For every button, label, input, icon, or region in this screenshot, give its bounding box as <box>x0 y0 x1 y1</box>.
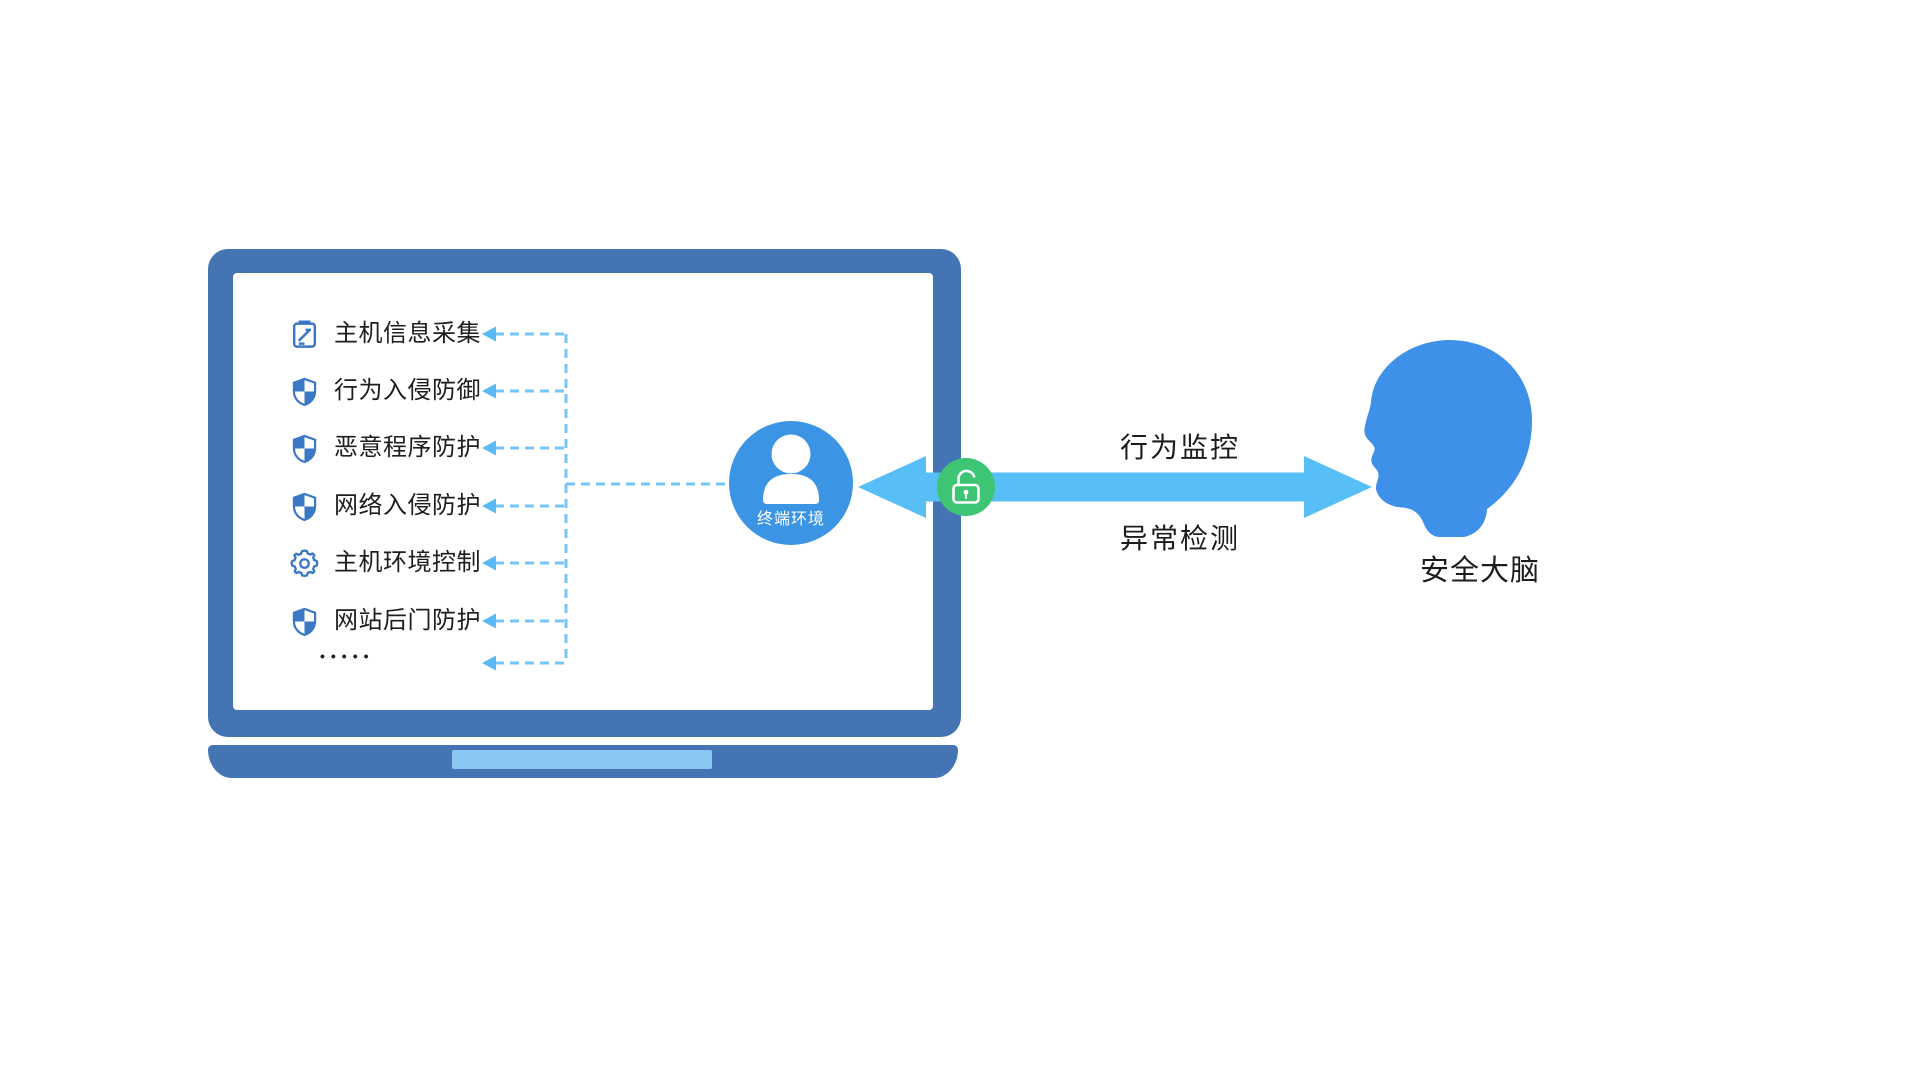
head-silhouette-icon <box>1364 339 1532 537</box>
feature-label: 网络入侵防护 <box>334 492 481 519</box>
data-flow-double-arrow <box>858 456 1372 518</box>
feature-row-host-env: 主机环境控制 <box>289 545 481 581</box>
left-arrowhead-icon <box>482 498 496 514</box>
feature-row-network-intrusion: 网络入侵防护 <box>289 488 481 524</box>
laptop-base-bar <box>452 750 712 769</box>
feature-label: 主机环境控制 <box>334 549 481 576</box>
feature-label: 主机信息采集 <box>334 320 481 347</box>
more-features-dots: ••••• <box>320 648 375 664</box>
feature-row-malware: 恶意程序防护 <box>289 430 481 466</box>
shield-icon <box>292 492 317 521</box>
left-arrowhead-icon <box>482 440 496 456</box>
terminal-environment-node: 终端环境 <box>729 421 853 545</box>
left-arrowhead-icon <box>482 326 496 342</box>
feature-row-host-info: 主机信息采集 <box>289 316 481 352</box>
feature-label: 恶意程序防护 <box>334 434 481 461</box>
laptop-base <box>208 745 958 778</box>
branch-arrow-malware <box>482 440 566 456</box>
feature-row-backdoor: 网站后门防护 <box>289 603 481 639</box>
branch-arrow-backdoor <box>482 613 566 629</box>
branch-arrow-host-env <box>482 555 566 571</box>
gear-icon <box>290 548 319 577</box>
unlocked-padlock-icon <box>952 469 980 504</box>
branch-arrow-network-intrusion <box>482 498 566 514</box>
clipboard-edit-icon <box>292 319 317 348</box>
terminal-environment-label: 终端环境 <box>756 511 825 528</box>
left-arrowhead-icon <box>482 613 496 629</box>
branch-arrow-more <box>482 655 566 671</box>
branch-arrow-host-info <box>482 326 566 342</box>
security-badge <box>937 458 995 516</box>
shield-icon <box>292 434 317 463</box>
shield-icon <box>292 377 317 406</box>
connection-bottom-label: 异常检测 <box>1119 523 1240 554</box>
feature-label: 行为入侵防御 <box>334 377 481 404</box>
user-icon <box>763 434 819 504</box>
left-arrowhead-icon <box>482 655 496 671</box>
connection-top-label: 行为监控 <box>1119 432 1240 463</box>
branch-arrow-behavior-intrusion <box>482 383 566 399</box>
left-arrowhead-icon <box>482 555 496 571</box>
feature-row-behavior-intrusion: 行为入侵防御 <box>289 373 481 409</box>
left-arrowhead-icon <box>482 383 496 399</box>
shield-icon <box>292 607 317 636</box>
security-brain-label: 安全大脑 <box>1419 555 1540 587</box>
feature-label: 网站后门防护 <box>334 607 481 634</box>
